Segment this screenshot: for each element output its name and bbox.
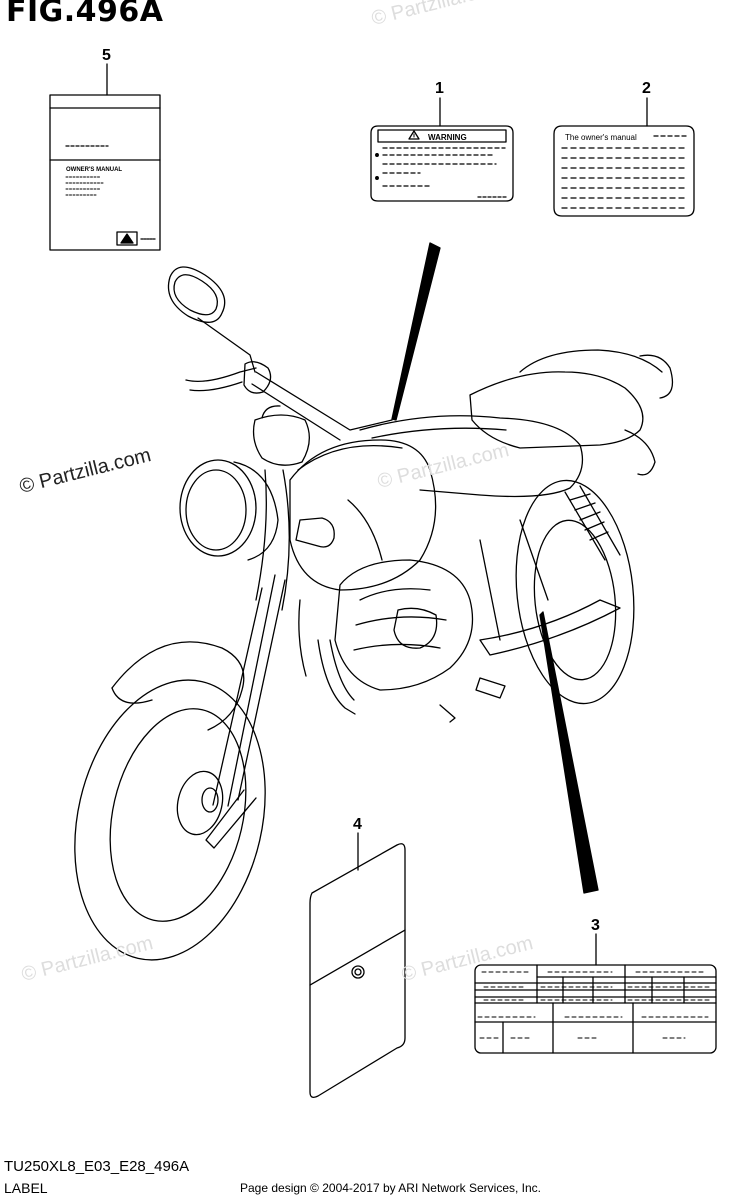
label-sheet[interactable] xyxy=(309,843,406,1098)
warning-label[interactable]: WARNING xyxy=(370,125,514,202)
owners-manual-label[interactable]: The owner's manual xyxy=(553,125,695,217)
callout-5[interactable]: 5 xyxy=(102,47,111,64)
callout-3[interactable]: 3 xyxy=(591,917,600,934)
owners-label-heading: The owner's manual xyxy=(565,133,637,142)
section-label: LABEL xyxy=(4,1180,48,1196)
model-code: TU250XL8_E03_E28_496A xyxy=(4,1158,190,1175)
callout-4[interactable]: 4 xyxy=(353,816,362,833)
manual-booklet-title: OWNER'S MANUAL xyxy=(66,167,122,173)
callout-2[interactable]: 2 xyxy=(642,80,651,97)
owners-manual-booklet[interactable]: OWNER'S MANUAL xyxy=(49,94,161,251)
callout-1[interactable]: 1 xyxy=(435,80,444,97)
spec-table-label[interactable] xyxy=(474,964,717,1054)
warning-label-heading: WARNING xyxy=(428,133,467,142)
motorcycle-drawing xyxy=(74,266,674,961)
figure-title: FIG.496A xyxy=(6,0,164,29)
copyright-credit: Page design © 2004-2017 by ARI Network S… xyxy=(240,1181,542,1195)
leader-lines xyxy=(106,63,648,966)
